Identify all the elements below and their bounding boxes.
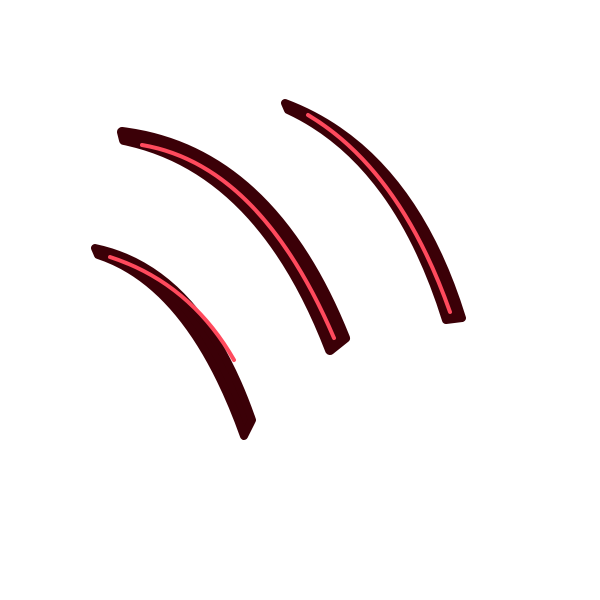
claw-mark-middle-highlight bbox=[140, 143, 336, 340]
claw-mark-left-outline bbox=[91, 244, 256, 440]
claw-mark-middle-outline bbox=[117, 127, 350, 355]
claw-mark-right-highlight bbox=[306, 113, 452, 314]
claw-mark-right bbox=[281, 99, 466, 324]
claw-mark-middle bbox=[117, 127, 350, 355]
claw-mark-left bbox=[91, 244, 256, 440]
claw-mark-left-highlight bbox=[108, 255, 236, 362]
